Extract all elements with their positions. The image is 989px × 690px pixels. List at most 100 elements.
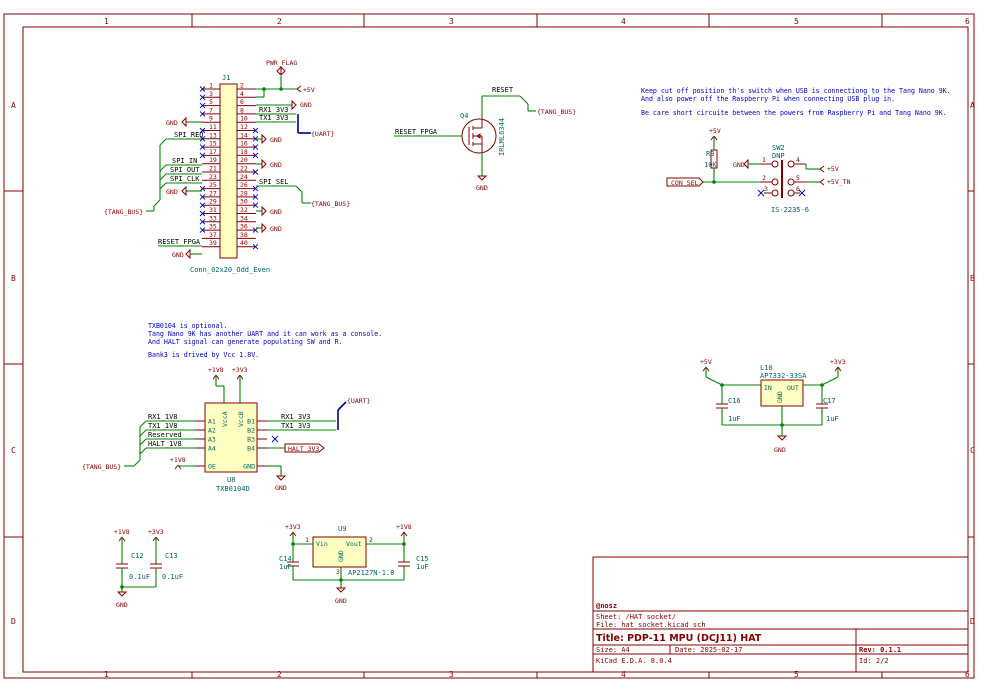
- no-connect-marker: [252, 185, 259, 192]
- j1-pin-number: 8: [240, 106, 244, 114]
- j1-pin-number: 17: [209, 148, 217, 156]
- net-spi-clk: SPI_CLK: [170, 175, 200, 183]
- switch-note-line: And also power off the Raspberry Pi when…: [641, 95, 895, 103]
- j1-pin-number: 12: [240, 123, 248, 131]
- tb-sheet: Sheet: /HAT socket/: [596, 613, 676, 621]
- gnd-label: GND: [166, 119, 178, 127]
- switch-sw2[interactable]: +5V R3 10K CON_SEL GND SW2 DNP 1 2 3 4 5…: [666, 127, 851, 214]
- tb-tool: KiCad E.D.A. 8.0.4: [596, 657, 672, 665]
- level-shifter-u8[interactable]: +1V8 +3V3 VccA VccB A1A2A3A4OEB1B2B3B4GN…: [82, 366, 371, 493]
- decoupling-caps[interactable]: +1V8 C12 0.1uF +3V3 C13 0.1uF GND: [114, 528, 183, 609]
- u9-pin-num: 3: [336, 568, 340, 576]
- c15-value: 1uF: [416, 563, 429, 571]
- j1-pin-number: 6: [240, 98, 244, 106]
- no-connect-marker: [252, 127, 259, 134]
- u9-pin-gnd: GND: [337, 550, 345, 562]
- u8-note-line: Tang Nano 9K has another UART and it can…: [148, 330, 382, 338]
- row-label: B: [970, 274, 975, 283]
- j1-pin-number: 7: [209, 106, 213, 114]
- row-label: A: [970, 101, 975, 110]
- no-connect-marker: [252, 135, 259, 142]
- plus5v-label: +5V: [303, 86, 315, 94]
- sw2-pin-num: 3: [764, 185, 768, 193]
- u8-pin-name: A1: [208, 418, 216, 426]
- j1-pin-number: 39: [209, 239, 217, 247]
- u8-pin-name: B2: [247, 427, 255, 435]
- no-connect-marker: [199, 194, 206, 200]
- no-connect-marker: [199, 218, 206, 225]
- regulator-l10[interactable]: +5V L10 AP7332-33SA IN OUT GND +3V3 C16 …: [700, 358, 846, 454]
- c15-ref: C15: [416, 555, 429, 563]
- u8-pin-name: OE: [208, 463, 216, 471]
- u8-pin-name: B4: [247, 445, 255, 453]
- row-label: C: [11, 446, 16, 455]
- plus5v-label: +5V: [709, 127, 721, 135]
- no-connect-marker: [199, 135, 206, 142]
- u9-ref: U9: [338, 525, 346, 533]
- net-tx1-3v3: TX1_3V3: [281, 422, 311, 430]
- c13-value: 0.1uF: [162, 573, 183, 581]
- u8-notes: TXB0104 is optional. Tang Nano 9K has an…: [148, 322, 382, 359]
- mosfet-q4[interactable]: RESET {TANG_BUS} Q4 IRLML6344 RESET_FPGA…: [394, 86, 576, 192]
- no-connect-marker: [199, 102, 206, 109]
- no-connect-marker: [252, 144, 259, 150]
- j1-pin-number: 35: [209, 223, 217, 231]
- sw2-dnp: DNP: [772, 152, 785, 160]
- q4-ref: Q4: [460, 112, 468, 120]
- j1-pin-number: 14: [240, 131, 248, 139]
- no-connect-marker: [252, 202, 259, 209]
- sw2-ref: SW2: [772, 144, 785, 152]
- row-label: D: [970, 617, 975, 626]
- u8-pin-name: B1: [247, 418, 255, 426]
- tb-size: Size: A4: [596, 646, 630, 654]
- sw2-pin-num: 6: [796, 185, 800, 193]
- tang-bus-label: {TANG_BUS}: [104, 208, 143, 216]
- r3-ref: R3: [706, 150, 714, 158]
- row-label: A: [11, 101, 16, 110]
- u8-value: TXB0104D: [216, 485, 250, 493]
- sw2-value: IS-2235-6: [771, 206, 809, 214]
- regulator-u9[interactable]: +3V3 U9 Vin Vout GND 1 2 3 AP2127N-1.8 +…: [279, 523, 429, 605]
- no-connect-marker: [252, 194, 259, 200]
- gnd-label: GND: [116, 601, 128, 609]
- j1-pin-number: 19: [209, 156, 217, 164]
- c17-ref: C17: [823, 397, 836, 405]
- switch-note-line: Be care short circuite between the power…: [641, 109, 947, 117]
- gnd-label: GND: [476, 184, 488, 192]
- c13-ref: C13: [165, 552, 178, 560]
- switch-note-line: Keep cut off position th's switch when U…: [641, 87, 951, 95]
- u8-note-line: Bank3 is drived by Vcc 1.8V.: [148, 351, 259, 359]
- gnd-label: GND: [270, 161, 282, 169]
- net-halt-1v8: HALT_1V8: [148, 440, 182, 448]
- j1-pins: 1357911131517192123252729313335373924681…: [199, 82, 259, 250]
- pwr-3v3-label: +3V3: [148, 528, 164, 536]
- net-spi-req: SPI_REQ: [174, 131, 204, 139]
- j1-pin-number: 28: [240, 189, 248, 197]
- net-spi-in: SPI_IN: [172, 157, 197, 165]
- no-connect-marker: [252, 169, 259, 175]
- j1-pin-number: 31: [209, 206, 217, 214]
- j1-pin-number: 3: [209, 90, 213, 98]
- j1-pin-number: 21: [209, 165, 217, 173]
- j1-pin-number: 40: [240, 239, 248, 247]
- pwr-1v8-label: +1V8: [114, 528, 130, 536]
- c14-value: 1uF: [279, 563, 292, 571]
- l10-ref: L10: [760, 364, 773, 372]
- u8-ref: U8: [227, 476, 235, 484]
- no-connect-marker: [252, 243, 259, 250]
- j1-pin-number: 18: [240, 148, 248, 156]
- j1-pin-number: 27: [209, 189, 217, 197]
- sw2-pin-num: 2: [762, 174, 766, 182]
- frame-column-labels: 1 2 3 4 5 6 1 2 3 4 5 6: [104, 17, 970, 679]
- no-connect-marker: [199, 152, 206, 159]
- no-connect-marker: [252, 152, 259, 159]
- j1-pin-number: 32: [240, 206, 248, 214]
- u9-body: [312, 536, 367, 568]
- connector-j1[interactable]: J1 1357911131517192123252729313335373924…: [190, 74, 270, 274]
- gnd-label: GND: [270, 225, 282, 233]
- col-label: 2: [277, 17, 282, 26]
- c17-value: 1uF: [826, 415, 839, 423]
- tang-bus-label: {TANG_BUS}: [537, 108, 576, 116]
- col-label: 4: [621, 670, 626, 679]
- col-label: 3: [449, 670, 454, 679]
